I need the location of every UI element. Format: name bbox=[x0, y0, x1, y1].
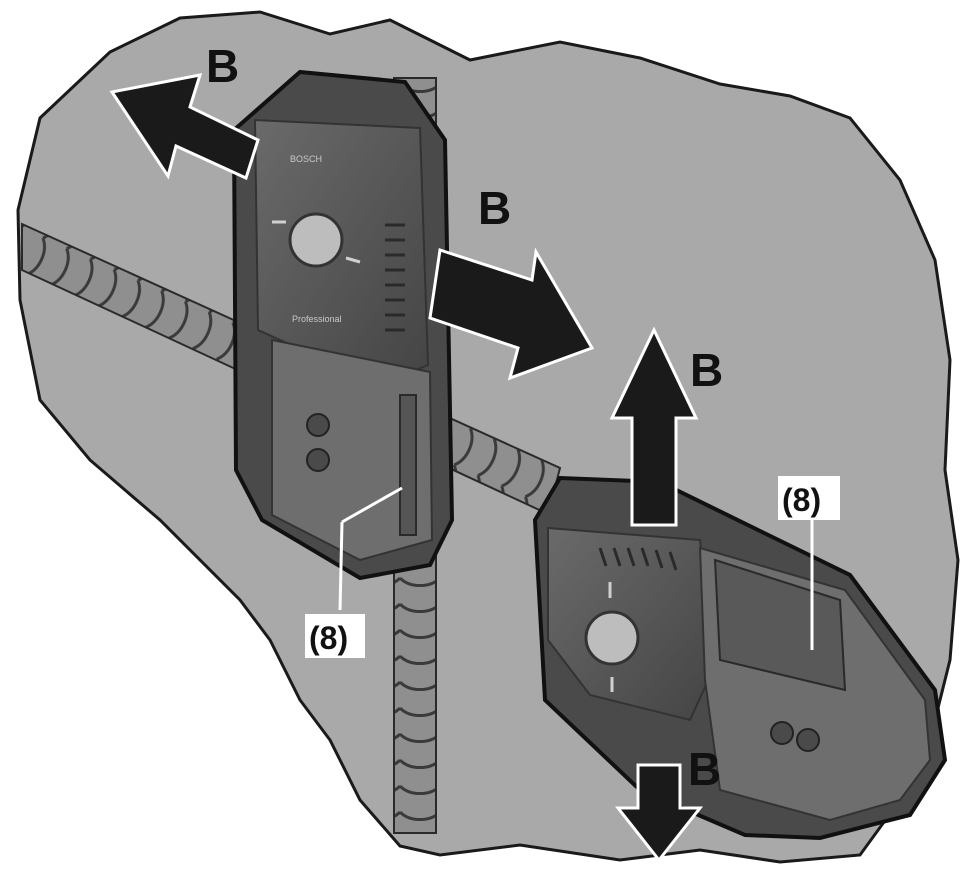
device-model-text: Professional bbox=[292, 314, 342, 324]
sensor-lens-icon bbox=[584, 610, 640, 666]
control-button-icon bbox=[770, 721, 794, 745]
arrow-down bbox=[614, 763, 704, 863]
control-button-icon bbox=[306, 448, 330, 472]
callout-box-right bbox=[778, 476, 840, 520]
vent-grille bbox=[385, 223, 405, 332]
vent-grille bbox=[598, 547, 678, 571]
callout-leader-left bbox=[341, 486, 403, 524]
sensor-lens-icon bbox=[288, 212, 344, 268]
label-b-bottom: B bbox=[688, 743, 721, 795]
arrow-up-left bbox=[109, 73, 260, 181]
label-b-top: B bbox=[206, 40, 239, 92]
callout-8-right: (8) bbox=[782, 482, 821, 518]
control-button-icon bbox=[796, 728, 820, 752]
label-b-right: B bbox=[478, 182, 511, 234]
device-brand-text: BOSCH bbox=[290, 154, 322, 164]
callout-box-left bbox=[305, 614, 365, 658]
label-b-upper-right: B bbox=[690, 344, 723, 396]
control-button-icon bbox=[306, 413, 330, 437]
detector-device-vertical: BOSCH Professional bbox=[231, 69, 455, 581]
callout-8-left: (8) bbox=[309, 620, 348, 656]
arrow-down-right bbox=[428, 247, 595, 381]
arrow-up bbox=[609, 326, 699, 527]
